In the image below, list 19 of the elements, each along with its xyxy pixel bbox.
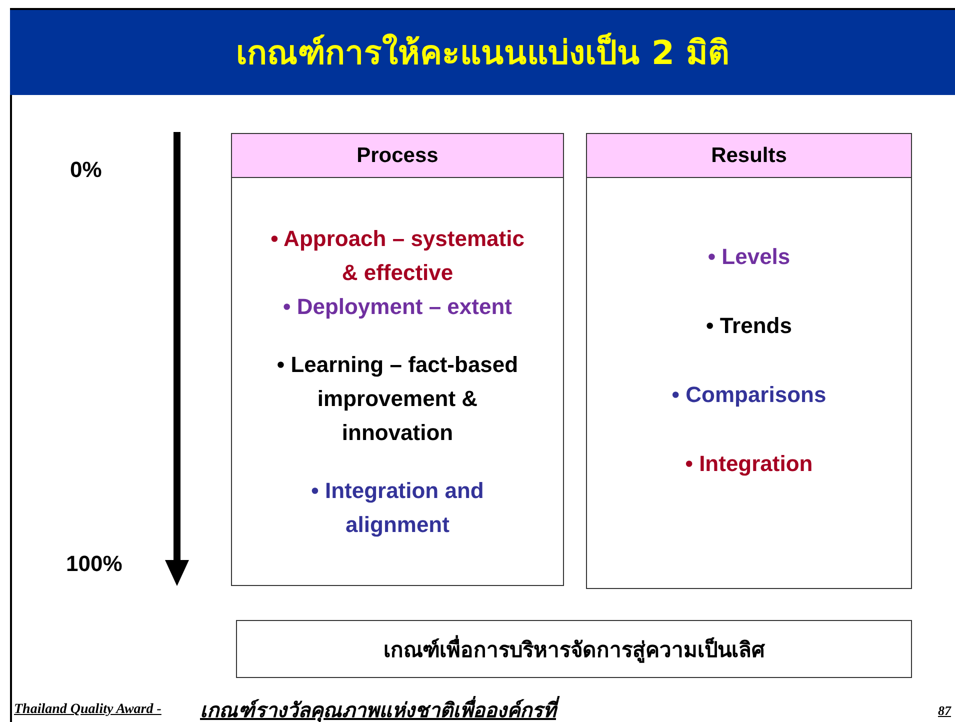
bullet-item: • Approach – systematic & effective — [270, 225, 526, 287]
criteria-card — [586, 133, 912, 589]
scale-label: 100% — [66, 551, 122, 577]
page-number: 87 — [938, 703, 951, 719]
title: เกณฑ์การให้คะแนนแบ่งเป็น 2 มิติ — [236, 32, 729, 74]
bullet-item: • Learning – fact-based improvement & innovation — [276, 351, 520, 447]
footer-text: Thailand Quality Award - — [14, 702, 162, 718]
card-header: Results — [587, 134, 911, 178]
note-box — [236, 620, 912, 678]
scale-label: 0% — [70, 157, 102, 183]
bullet-item: • Integration — [685, 450, 813, 478]
bullet-item: • Comparisons — [672, 381, 826, 409]
card-header: Process — [232, 134, 563, 178]
bullet-item: • Levels — [708, 243, 790, 271]
bullet-item: • Integration and alignment — [310, 477, 485, 539]
bullet-item: • Deployment – extent — [283, 293, 512, 321]
note-text: เกณฑ์เพื่อการบริหารจัดการสู่ความเป็นเลิศ — [384, 632, 764, 666]
bullet-item: • Trends — [706, 312, 792, 340]
criteria-card — [231, 133, 564, 586]
